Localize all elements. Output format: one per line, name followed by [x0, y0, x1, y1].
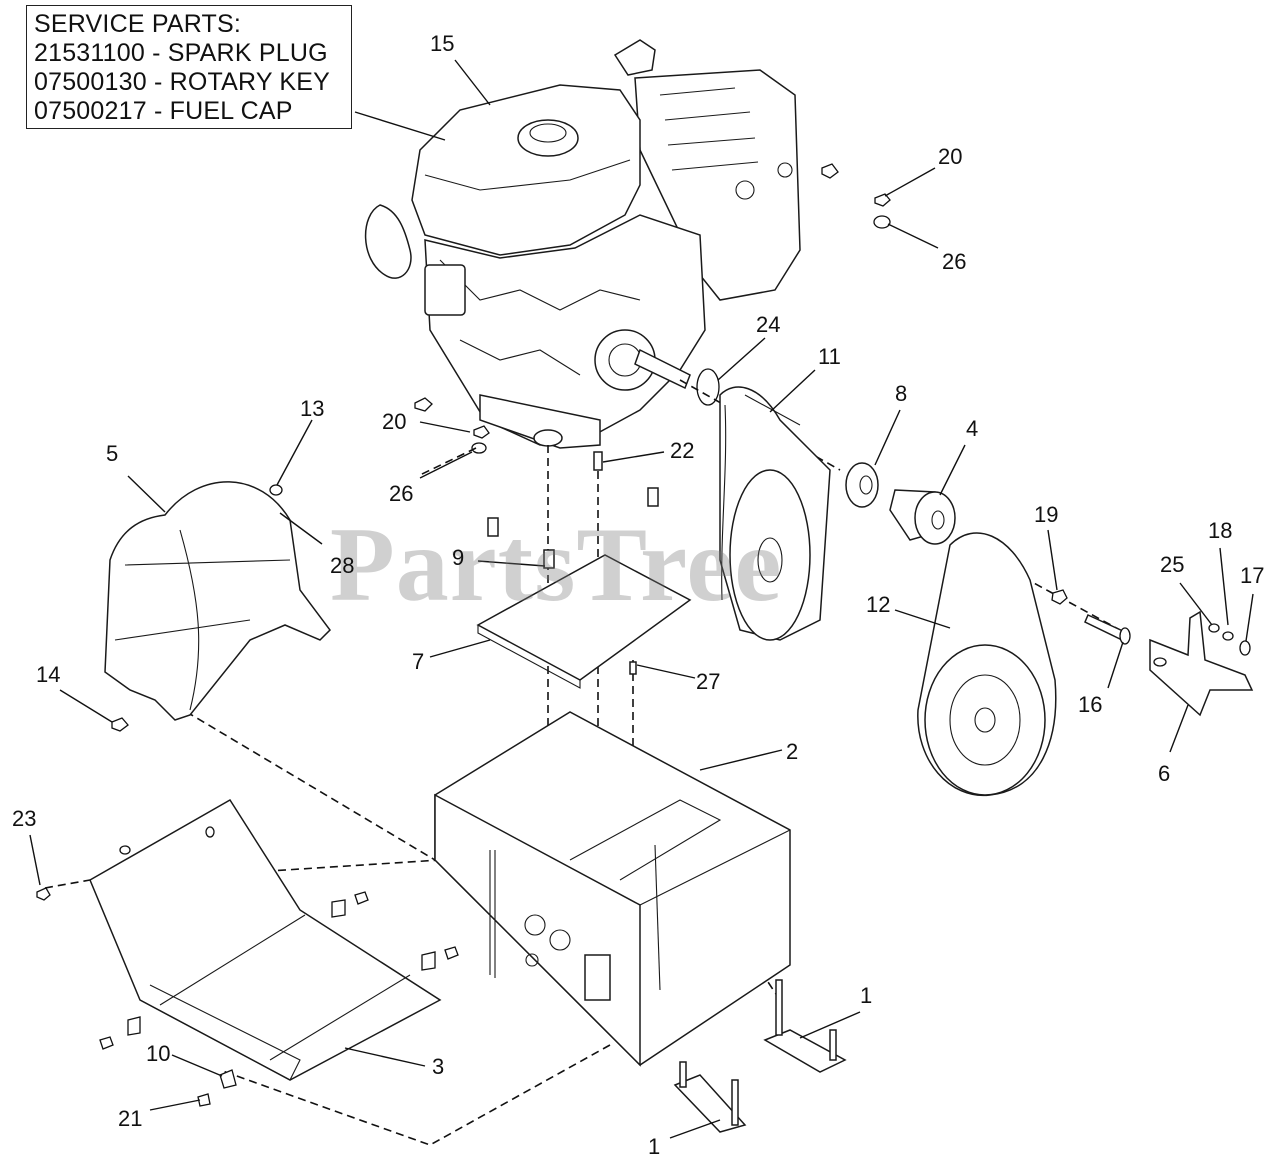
- callout-19[interactable]: 19: [1034, 502, 1059, 527]
- service-part-rotary-key: 07500130 - ROTARY KEY: [34, 68, 331, 96]
- callout-25[interactable]: 25: [1160, 552, 1185, 577]
- callout-26-top[interactable]: 26: [942, 249, 967, 274]
- callout-28[interactable]: 28: [330, 553, 355, 578]
- callout-11[interactable]: 11: [818, 344, 841, 369]
- callout-16[interactable]: 16: [1078, 692, 1103, 717]
- auger-belt-pulley[interactable]: [719, 386, 831, 641]
- service-parts-box: SERVICE PARTS: 21531100 - SPARK PLUG 075…: [26, 5, 352, 129]
- belt-cover-plate[interactable]: [89, 798, 459, 1081]
- callout-10[interactable]: 10: [146, 1041, 171, 1066]
- callout-18[interactable]: 18: [1208, 518, 1233, 543]
- callout-24[interactable]: 24: [756, 312, 781, 337]
- shoulder-bolt: [1051, 589, 1131, 645]
- callout-9[interactable]: 9: [452, 545, 465, 570]
- callout-1-lower[interactable]: 1: [648, 1134, 661, 1159]
- callout-22[interactable]: 22: [670, 438, 695, 463]
- drive-belt-large-pulley[interactable]: [917, 532, 1057, 797]
- callout-5[interactable]: 5: [106, 441, 119, 466]
- callout-23[interactable]: 23: [12, 806, 37, 831]
- service-parts-heading: SERVICE PARTS:: [34, 10, 242, 38]
- callout-20-top[interactable]: 20: [938, 144, 963, 169]
- callout-26-mid[interactable]: 26: [389, 481, 414, 506]
- frame-pins[interactable]: [673, 979, 847, 1133]
- idler-bracket[interactable]: [1149, 610, 1254, 717]
- service-part-fuel-cap: 07500217 - FUEL CAP: [34, 97, 293, 125]
- callout-1-upper[interactable]: 1: [860, 983, 873, 1008]
- misc-hardware: [36, 717, 237, 1107]
- callout-leaders: [29, 59, 1254, 1139]
- callout-15[interactable]: 15: [430, 31, 455, 56]
- callout-8[interactable]: 8: [895, 381, 908, 406]
- belt-guard[interactable]: [104, 481, 331, 721]
- callout-3[interactable]: 3: [432, 1054, 445, 1079]
- callout-20-mid[interactable]: 20: [382, 409, 407, 434]
- callout-21[interactable]: 21: [118, 1106, 143, 1131]
- callout-7[interactable]: 7: [412, 649, 425, 674]
- drive-pulleys[interactable]: [845, 462, 956, 545]
- callout-6[interactable]: 6: [1158, 761, 1171, 786]
- callout-4[interactable]: 4: [966, 416, 979, 441]
- callout-13[interactable]: 13: [300, 396, 325, 421]
- frame[interactable]: [434, 711, 791, 1067]
- callout-17[interactable]: 17: [1240, 563, 1265, 588]
- service-part-spark-plug: 21531100 - SPARK PLUG: [34, 39, 328, 67]
- callout-27[interactable]: 27: [696, 669, 721, 694]
- callout-2[interactable]: 2: [786, 739, 799, 764]
- engine-assembly[interactable]: [364, 39, 801, 449]
- callout-12[interactable]: 12: [866, 592, 891, 617]
- engine-mount-plate[interactable]: [476, 451, 692, 689]
- callout-14[interactable]: 14: [36, 662, 61, 687]
